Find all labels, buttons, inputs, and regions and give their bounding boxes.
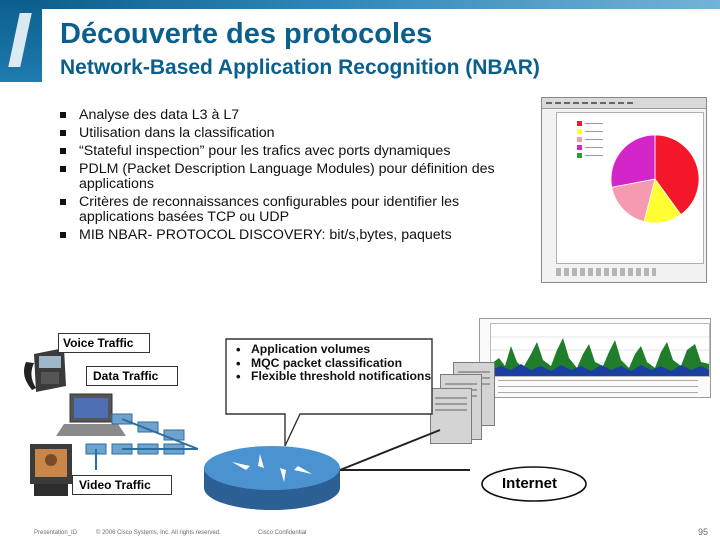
voice-traffic-label: Voice Traffic xyxy=(58,333,150,353)
slide-subtitle: Network-Based Application Recognition (N… xyxy=(60,56,540,79)
bullet-item: Critères de reconnaissances configurable… xyxy=(60,195,530,225)
pie-slice xyxy=(611,178,656,223)
callout-item: •Flexible threshold notifications xyxy=(236,369,432,384)
bullet-item: MIB NBAR- PROTOCOL DISCOVERY: bit/s,byte… xyxy=(60,228,530,243)
pie-chart-screenshot xyxy=(541,97,707,283)
internet-cloud-icon xyxy=(481,466,587,502)
footer-confidential: Cisco Confidential xyxy=(258,530,307,536)
data-traffic-label: Data Traffic xyxy=(86,366,178,386)
video-traffic-label: Video Traffic xyxy=(72,475,172,495)
pie-slice xyxy=(654,134,700,216)
bullet-item: Analyse des data L3 à L7 xyxy=(60,108,530,123)
traffic-area-graph xyxy=(491,336,709,376)
bullet-item: PDLM (Packet Description Language Module… xyxy=(60,162,530,192)
callout-item: •Application volumes xyxy=(236,342,371,357)
top-banner xyxy=(0,0,720,9)
pie-chart xyxy=(610,134,700,224)
footer-presentation-id: Presentation_ID xyxy=(34,530,78,536)
server-icon xyxy=(430,388,472,444)
router-icon xyxy=(204,446,340,510)
traffic-graph-screenshot xyxy=(479,318,711,398)
ip-phone-icon xyxy=(24,348,66,392)
bullet-item: Utilisation dans la classification xyxy=(60,126,530,141)
callout-list: •Application volumes •MQC packet classif… xyxy=(234,342,434,384)
bullet-item: “Stateful inspection” pour les trafics a… xyxy=(60,144,530,159)
laptop-icon xyxy=(56,393,126,436)
callout-item: •MQC packet classification xyxy=(236,355,403,371)
bullet-list: Analyse des data L3 à L7 Utilisation dan… xyxy=(60,108,530,246)
page-number: 95 xyxy=(697,527,708,537)
slide-title: Découverte des protocoles xyxy=(60,18,433,50)
internet-label: Internet xyxy=(502,475,558,492)
cisco-logo-block xyxy=(0,0,42,82)
footer-copyright: © 2006 Cisco Systems, Inc. All rights re… xyxy=(96,530,221,536)
video-tv-icon xyxy=(30,444,72,496)
pie-slice xyxy=(610,134,656,188)
